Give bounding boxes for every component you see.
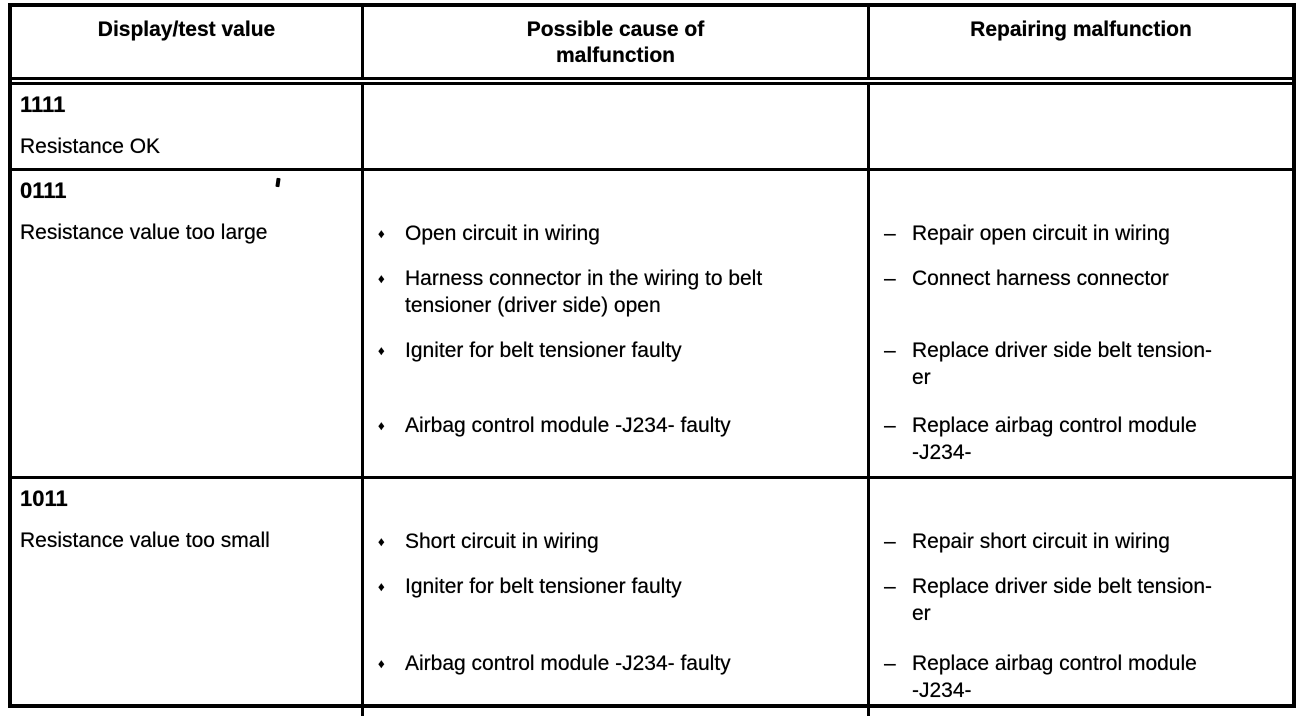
repair-text: Replace driver side belt tension- er [912,575,1212,625]
cause-item: ♦ Harness connector in the wiring to bel… [361,265,867,337]
repair-item: – Replace airbag control module -J234- [867,645,1292,716]
repair-item: – Repair short circuit in wiring [867,479,1292,573]
test-value-description: Resistance value too small [20,529,270,552]
diamond-bullet-icon: ♦ [378,656,385,671]
table-row: 1111 Resistance OK [12,85,1292,168]
cause-item: ♦ Open circuit in wiring [361,171,867,265]
cause-item: ♦ Airbag control module -J234- faulty [361,409,867,484]
test-value-code: 1011 [20,486,68,511]
repair-text: Replace airbag control module -J234- [912,414,1197,464]
header-display-test-value: Display/test value [97,18,276,41]
repair-text: Repair open circuit in wiring [912,222,1170,245]
cause-item: ♦ Short circuit in wiring [361,479,867,573]
test-value-code: 1111 [20,92,66,117]
repair-text: Connect harness connector [912,267,1169,290]
cell-display-value: 1111 Resistance OK [12,85,361,168]
repair-text: Replace driver side belt tension- er [912,339,1212,389]
cause-text: Harness connector in the wiring to belt … [405,267,763,317]
dash-bullet-icon: – [884,414,896,437]
dash-bullet-icon: – [884,222,896,245]
cell-display-value: 1011 Resistance value too small [12,479,361,716]
repair-item: – Replace driver side belt tension- er [867,337,1292,409]
cause-text: Short circuit in wiring [405,530,599,553]
repair-item: – Connect harness connector [867,265,1292,337]
dash-bullet-icon: – [884,575,896,598]
diamond-bullet-icon: ♦ [378,579,385,594]
cause-text: Airbag control module -J234- faulty [405,652,731,675]
cause-text: Open circuit in wiring [405,222,600,245]
diamond-bullet-icon: ♦ [378,418,385,433]
diamond-bullet-icon: ♦ [378,343,385,358]
repair-item: – Replace airbag control module -J234- [867,409,1292,484]
cause-item: ♦ Igniter for belt tensioner faulty [361,573,867,645]
table-header-row: Display/test value Possible cause of mal… [12,7,1292,85]
test-value-description: Resistance OK [20,135,161,158]
cell-display-value: 0111 Resistance value too large [12,171,361,484]
cause-text: Igniter for belt tensioner faulty [405,339,682,362]
diamond-bullet-icon: ♦ [378,226,385,241]
dash-bullet-icon: – [884,530,896,553]
test-value-description: Resistance value too large [20,221,268,244]
cause-text: Igniter for belt tensioner faulty [405,575,682,598]
dash-bullet-icon: – [884,652,896,675]
diamond-bullet-icon: ♦ [378,534,385,549]
dash-bullet-icon: – [884,267,896,290]
header-possible-cause: Possible cause of malfunction [361,7,867,77]
cell-causes-empty [361,85,867,168]
dash-bullet-icon: – [884,339,896,362]
cause-item: ♦ Igniter for belt tensioner faulty [361,337,867,409]
test-value-code: 0111 [20,178,67,203]
repair-item: – Repair open circuit in wiring [867,171,1292,265]
repair-text: Repair short circuit in wiring [912,530,1170,553]
diagnostic-table: Display/test value Possible cause of mal… [8,3,1296,716]
table-row: 1011 Resistance value too small ♦ Short … [12,476,1292,716]
repair-item: – Replace driver side belt tension- er [867,573,1292,645]
header-repairing-malfunction: Repairing malfunction [867,7,1292,77]
diamond-bullet-icon: ♦ [378,271,385,286]
repair-text: Replace airbag control module -J234- [912,652,1197,702]
cause-item: ♦ Airbag control module -J234- faulty [361,645,867,716]
cell-repairs-empty [867,85,1292,168]
table-row: 0111 Resistance value too large ♦ Open c… [12,168,1292,484]
cause-text: Airbag control module -J234- faulty [405,414,731,437]
